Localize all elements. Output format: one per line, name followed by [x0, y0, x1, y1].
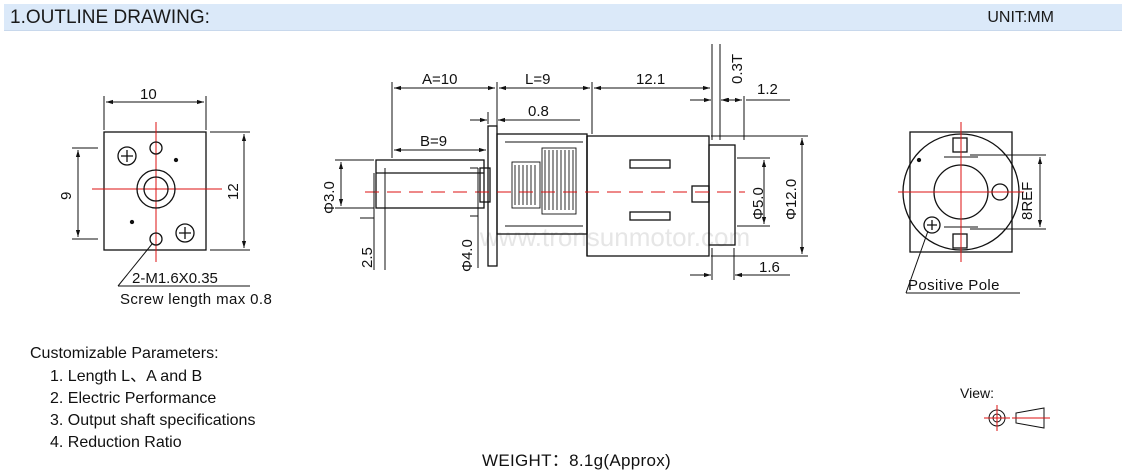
dim-height-left: 9: [58, 192, 75, 200]
dim-5-0: Φ5.0: [750, 187, 767, 220]
dim-1-6: 1.6: [759, 259, 780, 276]
side-view: [365, 125, 745, 267]
dim-4-0: Φ4.0: [459, 239, 476, 272]
view-symbol-icon: [984, 405, 1050, 431]
dim-2-5: 2.5: [359, 247, 376, 268]
dim-12-0: Φ12.0: [783, 179, 800, 220]
positive-pole-label: Positive Pole: [908, 277, 1000, 294]
param-item: 1. Length L、A and B: [50, 368, 203, 385]
dim-a: A=10: [422, 71, 457, 88]
front-view: [92, 122, 222, 262]
param-item: 3. Output shaft specifications: [50, 412, 256, 429]
dim-0-3t: 0.3T: [729, 54, 746, 84]
dim-height-right: 12: [225, 183, 242, 200]
dim-8ref: 8REF: [1019, 182, 1036, 220]
params-title: Customizable Parameters:: [30, 345, 219, 362]
dim-0-8: 0.8: [528, 103, 549, 120]
rear-view: [898, 122, 1024, 262]
side-view-dimensions: A=10 L=9 12.1 0.3T 1.2 0.8 B=9 Φ3.0 2.5 …: [321, 44, 808, 280]
watermark: www.tronsunmotor.com: [479, 222, 750, 252]
section-header: 1.OUTLINE DRAWING: UNIT:MM: [4, 4, 1122, 31]
dim-width: 10: [140, 86, 157, 103]
view-label: View:: [960, 385, 994, 401]
dim-shaft-diameter: Φ3.0: [321, 181, 338, 214]
screw-spec: 2-M1.6X0.35: [132, 270, 218, 287]
dim-motor-length: 12.1: [636, 71, 665, 88]
rear-view-dimensions: 8REF Positive Pole: [905, 154, 1046, 294]
unit-label: UNIT:MM: [987, 9, 1054, 26]
screw-length: Screw length max 0.8: [120, 291, 272, 308]
section-title: 1.OUTLINE DRAWING:: [10, 7, 210, 28]
dim-b: B=9: [420, 133, 447, 150]
customizable-parameters: Customizable Parameters: 1. Length L、A a…: [30, 343, 255, 454]
dim-1-2: 1.2: [757, 81, 778, 98]
dim-l: L=9: [525, 71, 550, 88]
weight-label: WEIGHT：8.1g(Approx): [482, 451, 671, 470]
param-item: 2. Electric Performance: [50, 390, 217, 407]
param-item: 4. Reduction Ratio: [50, 434, 182, 451]
front-view-dimensions: 10 9 12 2-M1.6X0.35 Screw length max 0.8: [58, 86, 272, 308]
